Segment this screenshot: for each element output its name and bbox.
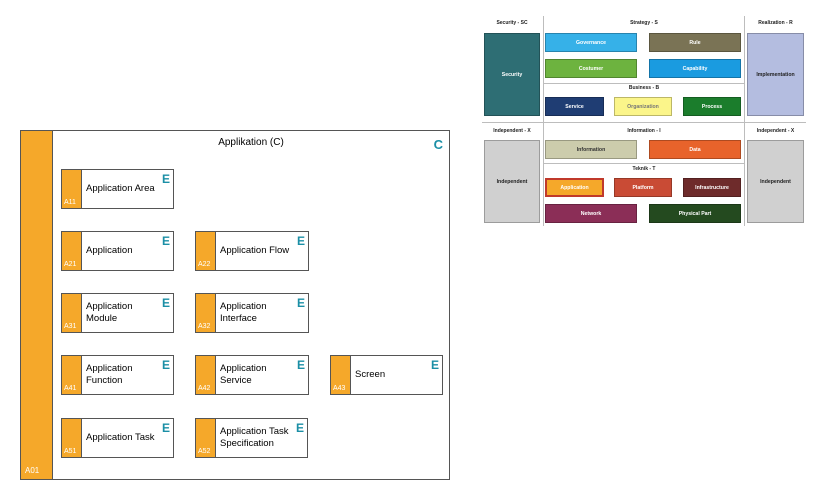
element-letter: E xyxy=(296,358,305,372)
element-code: A51 xyxy=(64,448,77,455)
tile-security[interactable]: Security xyxy=(484,33,540,116)
element-letter: E xyxy=(161,421,170,435)
tile-network[interactable]: Network xyxy=(545,204,637,223)
tile-application[interactable]: Application xyxy=(545,178,604,197)
element-code: A21 xyxy=(64,261,77,268)
tile-process[interactable]: Process xyxy=(683,97,741,116)
element-strip: A22 xyxy=(196,232,216,270)
element-box-a22[interactable]: A22 Application Flow E xyxy=(195,231,309,271)
element-strip: A21 xyxy=(62,232,82,270)
element-label: Application Interface xyxy=(220,301,267,324)
element-label: Application Function xyxy=(86,363,133,386)
element-letter: E xyxy=(161,234,170,248)
grid-line xyxy=(544,163,744,164)
element-strip: A31 xyxy=(62,294,82,332)
element-letter: E xyxy=(161,172,170,186)
element-label: Application xyxy=(86,245,133,256)
element-letter: E xyxy=(161,358,170,372)
tile-infrastructure[interactable]: Infrastructure xyxy=(683,178,741,197)
element-box-a43[interactable]: A43 Screen E xyxy=(330,355,443,395)
element-box-a32[interactable]: A32 Application Interface E xyxy=(195,293,309,333)
element-box-a11[interactable]: A11 Application Area E xyxy=(61,169,174,209)
element-letter: E xyxy=(295,421,304,435)
sidebar-code: A01 xyxy=(25,466,40,475)
element-code: A11 xyxy=(64,199,76,206)
tile-data[interactable]: Data xyxy=(649,140,741,159)
element-strip: A41 xyxy=(62,356,82,394)
element-label: Application Area xyxy=(86,183,155,194)
element-strip: A43 xyxy=(331,356,351,394)
element-box-a52[interactable]: A52 Application Task Specification E xyxy=(195,418,308,458)
element-letter: E xyxy=(430,358,439,372)
element-strip: A42 xyxy=(196,356,216,394)
tile-platform[interactable]: Platform xyxy=(614,178,672,197)
header-strategy: Strategy - S xyxy=(630,20,658,26)
grid-line xyxy=(544,83,744,84)
element-strip: A32 xyxy=(196,294,216,332)
tile-costumer[interactable]: Costumer xyxy=(545,59,637,78)
element-code: A31 xyxy=(64,323,77,330)
tile-rule[interactable]: Rule xyxy=(649,33,741,52)
container-letter: C xyxy=(433,137,443,152)
tile-independent-right[interactable]: Independent xyxy=(747,140,804,223)
element-box-a31[interactable]: A31 Application Module E xyxy=(61,293,174,333)
header-independent-right: Independent - X xyxy=(756,128,795,134)
header-teknik: Teknik - T xyxy=(632,166,656,172)
element-label: Application Task Specification xyxy=(220,426,289,449)
element-label: Application Module xyxy=(86,301,133,324)
element-label: Application Task xyxy=(86,432,155,443)
element-letter: E xyxy=(296,234,305,248)
element-letter: E xyxy=(161,296,170,310)
element-box-a51[interactable]: A51 Application Task E xyxy=(61,418,174,458)
element-code: A42 xyxy=(198,385,211,392)
element-code: A32 xyxy=(198,323,211,330)
element-label: Application Flow xyxy=(220,245,290,256)
tile-implementation[interactable]: Implementation xyxy=(747,33,804,116)
container-sidebar: A01 xyxy=(21,131,53,479)
element-strip: A52 xyxy=(196,419,216,457)
tile-service[interactable]: Service xyxy=(545,97,604,116)
element-letter: E xyxy=(296,296,305,310)
overview-grid: Security - SC Strategy - S Realization -… xyxy=(482,16,806,230)
element-strip: A11 xyxy=(62,170,82,208)
element-label: Screen xyxy=(355,369,386,380)
tile-independent-left[interactable]: Independent xyxy=(484,140,540,223)
grid-line xyxy=(744,16,745,226)
applikation-container: A01 Applikation (C) C A11 Application Ar… xyxy=(20,130,450,480)
tile-organization[interactable]: Organization xyxy=(614,97,672,116)
element-code: A22 xyxy=(198,261,211,268)
tile-governance[interactable]: Governance xyxy=(545,33,637,52)
container-title: Applikation (C) xyxy=(218,137,284,148)
element-code: A43 xyxy=(333,385,346,392)
tile-capability[interactable]: Capability xyxy=(649,59,741,78)
header-information: Information - I xyxy=(627,128,661,134)
grid-line xyxy=(482,122,806,123)
element-label: Application Service xyxy=(220,363,267,386)
element-code: A52 xyxy=(198,448,211,455)
header-security: Security - SC xyxy=(496,20,528,26)
tile-information[interactable]: Information xyxy=(545,140,637,159)
tile-physical-part[interactable]: Physical Part xyxy=(649,204,741,223)
header-independent-left: Independent - X xyxy=(493,128,531,134)
grid-line xyxy=(543,16,544,226)
element-strip: A51 xyxy=(62,419,82,457)
element-box-a42[interactable]: A42 Application Service E xyxy=(195,355,309,395)
element-code: A41 xyxy=(64,385,77,392)
element-box-a41[interactable]: A41 Application Function E xyxy=(61,355,174,395)
element-box-a21[interactable]: A21 Application E xyxy=(61,231,174,271)
header-realization: Realization - R xyxy=(758,20,793,26)
header-business: Business - B xyxy=(628,85,660,91)
